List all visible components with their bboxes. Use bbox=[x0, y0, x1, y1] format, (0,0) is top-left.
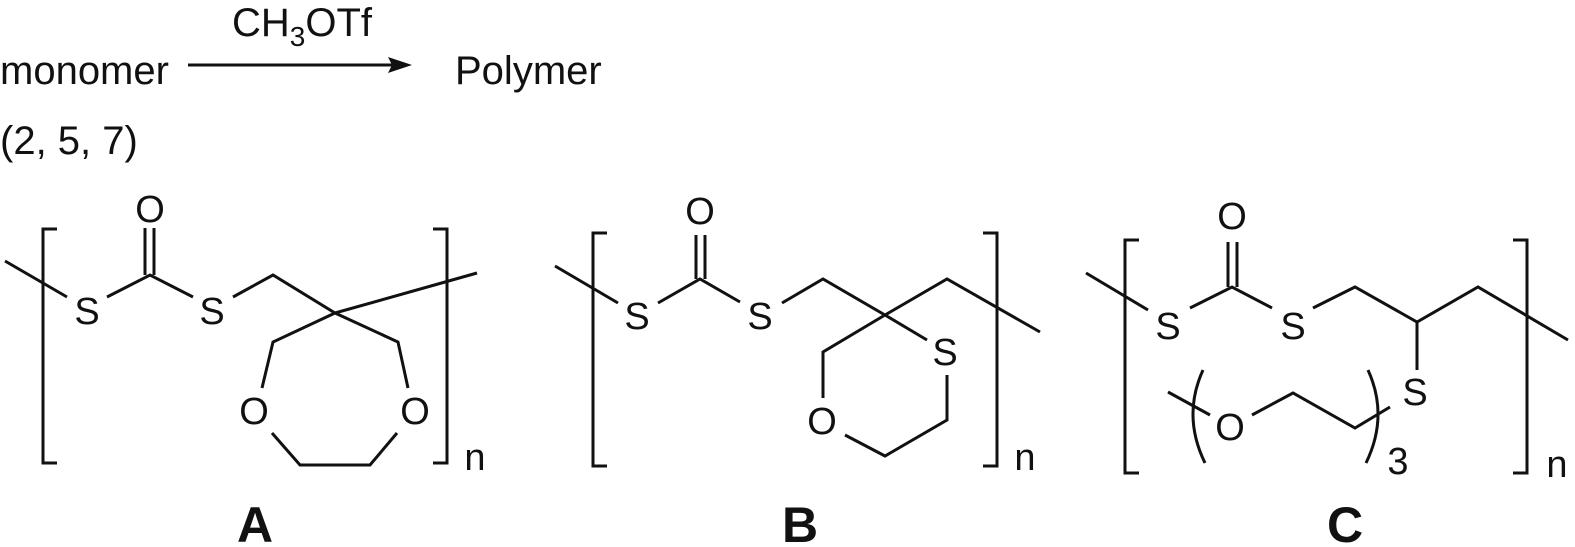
sub-repeat-3: 3 bbox=[1387, 441, 1408, 483]
structure-c: S O S S O 3 n C bbox=[1085, 196, 1569, 547]
atom-s: S bbox=[1402, 372, 1427, 414]
reactant-text: monomer bbox=[0, 49, 169, 93]
atom-o: O bbox=[1215, 407, 1245, 449]
repeat-n: n bbox=[1014, 437, 1035, 479]
atom-o: O bbox=[1217, 196, 1247, 238]
repeat-n: n bbox=[464, 437, 485, 479]
label-a: A bbox=[237, 497, 273, 547]
atom-s: S bbox=[747, 296, 772, 338]
atom-s: S bbox=[1155, 306, 1180, 348]
label-c: C bbox=[1327, 497, 1363, 547]
structure-b: S O S S O n B bbox=[554, 191, 1041, 547]
atom-o: O bbox=[135, 189, 165, 231]
reaction-arrow bbox=[188, 57, 412, 73]
reagent-text: CH3OTf bbox=[232, 1, 373, 52]
atom-o: O bbox=[807, 401, 837, 443]
reactant-ids: (2, 5, 7) bbox=[0, 119, 138, 163]
atom-s: S bbox=[1280, 306, 1305, 348]
atom-o: O bbox=[685, 191, 715, 233]
structure-a: S O S O O n A bbox=[4, 189, 486, 547]
product-text: Polymer bbox=[455, 49, 602, 93]
atom-s: S bbox=[74, 291, 99, 333]
repeat-brackets bbox=[41, 227, 449, 465]
repeat-brackets bbox=[591, 231, 999, 468]
label-b: B bbox=[782, 497, 818, 547]
atom-s: S bbox=[624, 296, 649, 338]
repeat-n: n bbox=[1546, 444, 1567, 486]
repeat-brackets bbox=[1123, 238, 1529, 475]
atom-o: O bbox=[400, 391, 430, 433]
atom-s: S bbox=[932, 332, 957, 374]
atom-s: S bbox=[199, 291, 224, 333]
repeat-parentheses bbox=[1191, 369, 1380, 464]
atom-o: O bbox=[239, 391, 269, 433]
